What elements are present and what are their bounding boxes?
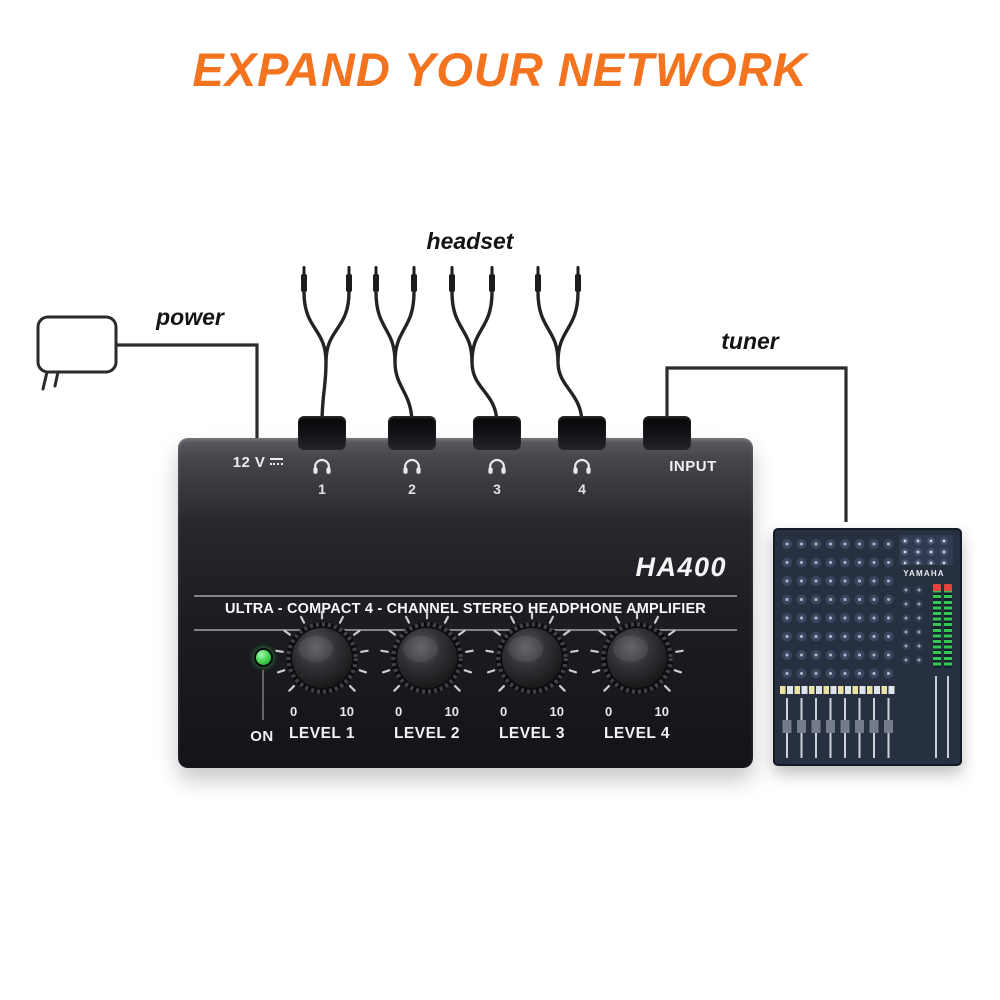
- scale-max: 10: [444, 704, 459, 719]
- headset-cable-1: [302, 290, 351, 426]
- channel-jack-label-2: 2: [382, 456, 442, 497]
- scale-min: 0: [395, 704, 403, 719]
- scale-max: 10: [339, 704, 354, 719]
- input-label: INPUT: [669, 458, 717, 475]
- headset-label: headset: [426, 228, 514, 254]
- tuner-wire: [665, 366, 848, 522]
- mixer-faders: [780, 698, 896, 758]
- level-label: LEVEL 4: [603, 725, 671, 742]
- scale-max: 10: [549, 704, 564, 719]
- channel-jack-label-3: 3: [467, 456, 527, 497]
- mixer-master-section: [930, 676, 954, 758]
- amplifier-device: 12 V 1 2 3 4 INPUT HA400 ULTRA - COMPACT…: [178, 416, 753, 768]
- mixer-device: YAMAHA: [773, 528, 962, 766]
- headphone-icon: [312, 458, 332, 476]
- level-label: LEVEL 3: [498, 725, 566, 742]
- mixer-level-meter-left: [933, 584, 941, 668]
- mixer-patch-jacks: [899, 535, 953, 565]
- scale-min: 0: [290, 704, 298, 719]
- level-knob-1: [274, 610, 370, 706]
- power-led-line: [262, 670, 264, 720]
- knob-scale: 0 10: [480, 704, 584, 719]
- power-spec-text: 12 V: [232, 454, 266, 471]
- scale-min: 0: [605, 704, 613, 719]
- scale-max: 10: [654, 704, 669, 719]
- mixer-brand-label: YAMAHA: [903, 569, 945, 578]
- channel-1: 0 10 LEVEL 1: [270, 610, 374, 743]
- power-led: [254, 648, 273, 667]
- headphone-icon: [487, 458, 507, 476]
- headset-cable-4: [536, 290, 584, 426]
- scale-min: 0: [500, 704, 508, 719]
- headset-cable-3: [450, 290, 499, 426]
- tuner-label: tuner: [721, 328, 779, 354]
- power-wire: [116, 343, 259, 446]
- panel-divider-bottom: [194, 629, 737, 631]
- panel-divider-top: [194, 595, 737, 597]
- dc-symbol-icon: [270, 458, 284, 468]
- jack-number: 4: [578, 481, 586, 497]
- level-label: LEVEL 2: [393, 725, 461, 742]
- channel-jack-label-1: 1: [292, 456, 352, 497]
- level-label: LEVEL 1: [288, 725, 356, 742]
- jack-number: 3: [493, 481, 501, 497]
- power-spec-label: 12 V: [212, 454, 304, 471]
- power-adapter-outline: [36, 315, 118, 391]
- power-label: power: [156, 304, 224, 330]
- channel-jack-label-4: 4: [552, 456, 612, 497]
- mixer-level-meter-right: [944, 584, 952, 668]
- channel-4: 0 10 LEVEL 4: [585, 610, 689, 743]
- headphone-jack-4: [558, 416, 606, 450]
- headphone-icon: [402, 458, 422, 476]
- headset-plugs: [301, 266, 581, 292]
- knob-scale: 0 10: [585, 704, 689, 719]
- level-knob-2: [379, 610, 475, 706]
- jack-number: 2: [408, 481, 416, 497]
- level-knob-3: [484, 610, 580, 706]
- mixer-label-strip: [780, 686, 896, 694]
- page-title: EXPAND YOUR NETWORK: [192, 43, 808, 96]
- headset-cable-2: [374, 290, 416, 426]
- headphone-jack-1: [298, 416, 346, 450]
- mixer-knob-grid: [780, 535, 896, 683]
- on-label: ON: [250, 728, 274, 745]
- headphone-jack-2: [388, 416, 436, 450]
- channel-3: 0 10 LEVEL 3: [480, 610, 584, 743]
- mixer-button-column: [901, 584, 927, 668]
- level-knob-4: [589, 610, 685, 706]
- input-jack: [643, 416, 691, 450]
- model-name: HA400: [635, 552, 727, 582]
- product-description: ULTRA - COMPACT 4 - CHANNEL STEREO HEADP…: [225, 601, 706, 617]
- knob-scale: 0 10: [375, 704, 479, 719]
- channel-2: 0 10 LEVEL 2: [375, 610, 479, 743]
- headphone-icon: [572, 458, 592, 476]
- headphone-jack-3: [473, 416, 521, 450]
- knob-scale: 0 10: [270, 704, 374, 719]
- jack-number: 1: [318, 481, 326, 497]
